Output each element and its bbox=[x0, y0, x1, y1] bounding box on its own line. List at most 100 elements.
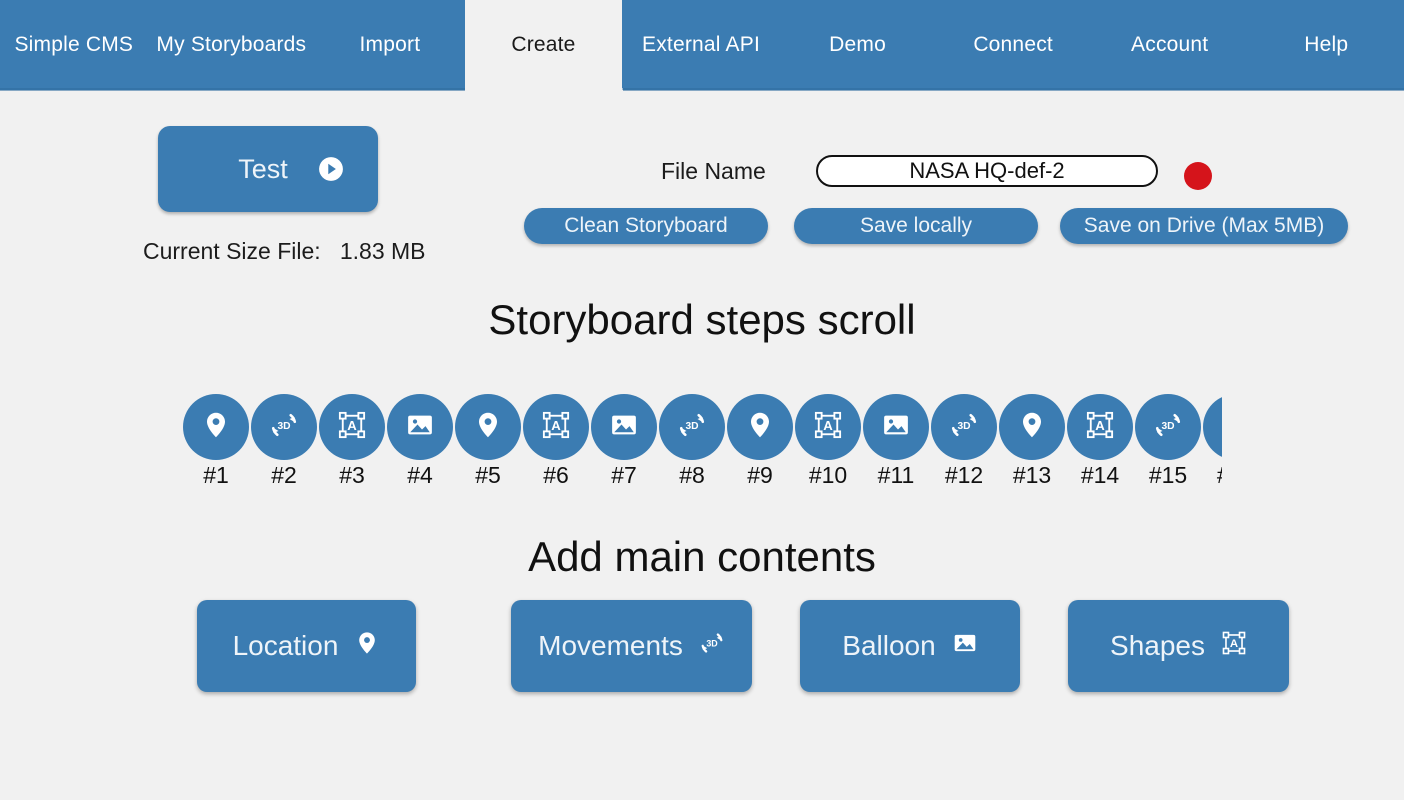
step-icon-circle[interactable]: A bbox=[523, 394, 589, 460]
step-icon-circle[interactable]: A bbox=[319, 394, 385, 460]
step-icon-circle[interactable] bbox=[999, 394, 1065, 460]
shapes-icon: A bbox=[337, 410, 367, 445]
test-button[interactable]: Test bbox=[158, 126, 378, 212]
svg-text:3D: 3D bbox=[1161, 420, 1174, 431]
step-icon-circle[interactable] bbox=[455, 394, 521, 460]
filename-label: File Name bbox=[661, 158, 766, 184]
location-pin-icon bbox=[1017, 410, 1047, 445]
step-icon-circle[interactable]: 3D bbox=[1135, 394, 1201, 460]
storyboard-step[interactable]: 3D#12 bbox=[930, 394, 998, 487]
step-icon-circle[interactable]: 3D bbox=[931, 394, 997, 460]
step-label: #16 bbox=[1217, 464, 1222, 487]
nav-tab-my-storyboards[interactable]: My Storyboards bbox=[147, 0, 316, 90]
nav-tab-import[interactable]: Import bbox=[315, 0, 465, 90]
storyboard-step[interactable]: A#14 bbox=[1066, 394, 1134, 487]
nav-underline-active-gap bbox=[465, 88, 623, 91]
storyboard-step[interactable]: #1 bbox=[182, 394, 250, 487]
nav-tab-demo[interactable]: Demo bbox=[779, 0, 936, 90]
add-movements-button[interactable]: Movements 3D bbox=[511, 600, 752, 692]
shapes-icon: A bbox=[813, 410, 843, 445]
storyboard-step[interactable]: 3D#8 bbox=[658, 394, 726, 487]
step-icon-circle[interactable] bbox=[863, 394, 929, 460]
add-movements-label: Movements bbox=[538, 630, 683, 661]
storyboard-step[interactable]: #9 bbox=[726, 394, 794, 487]
step-label: #7 bbox=[611, 462, 637, 488]
add-shapes-button[interactable]: Shapes A bbox=[1068, 600, 1289, 692]
step-icon-circle[interactable]: 3D bbox=[659, 394, 725, 460]
image-icon bbox=[881, 410, 911, 445]
nav-tab-label: Help bbox=[1304, 33, 1349, 56]
filename-input[interactable] bbox=[816, 155, 1158, 187]
step-label: #9 bbox=[747, 462, 773, 488]
step-label: #8 bbox=[679, 462, 705, 488]
svg-text:A: A bbox=[1095, 417, 1105, 432]
step-label: #1 bbox=[203, 462, 229, 488]
nav-tab-label: Import bbox=[359, 33, 421, 56]
nav-underline bbox=[0, 88, 1404, 91]
step-icon-circle[interactable]: A bbox=[795, 394, 861, 460]
nav-tab-label: Create bbox=[511, 33, 576, 56]
step-icon-circle[interactable] bbox=[387, 394, 453, 460]
step-icon-circle[interactable] bbox=[183, 394, 249, 460]
step-label: #6 bbox=[543, 462, 569, 488]
nav-gap bbox=[620, 0, 623, 90]
svg-text:A: A bbox=[551, 417, 561, 432]
nav-tab-external-api[interactable]: External API bbox=[622, 0, 780, 90]
storyboard-step[interactable]: 3D #2 bbox=[250, 394, 318, 487]
location-pin-icon bbox=[354, 630, 380, 663]
image-icon bbox=[1221, 410, 1222, 445]
step-label: #2 bbox=[271, 462, 297, 488]
storyboard-step[interactable]: #13 bbox=[998, 394, 1066, 487]
storyboard-step[interactable]: A#10 bbox=[794, 394, 862, 487]
step-icon-circle[interactable] bbox=[727, 394, 793, 460]
location-pin-icon bbox=[745, 410, 775, 445]
nav-tab-simple-cms[interactable]: Simple CMS bbox=[0, 0, 148, 90]
save-on-drive-button[interactable]: Save on Drive (Max 5MB) bbox=[1060, 208, 1348, 244]
storyboard-step[interactable]: A #3 bbox=[318, 394, 386, 487]
svg-text:3D: 3D bbox=[957, 420, 970, 431]
step-icon-circle[interactable] bbox=[1203, 394, 1222, 460]
storyboard-step[interactable]: #16 bbox=[1202, 394, 1222, 487]
storyboard-step[interactable]: #5 bbox=[454, 394, 522, 487]
record-dot-icon[interactable] bbox=[1184, 162, 1212, 190]
nav-tab-connect[interactable]: Connect bbox=[935, 0, 1091, 90]
3d-rotate-icon: 3D bbox=[269, 410, 299, 445]
storyboard-step[interactable]: 3D #15 bbox=[1134, 394, 1202, 487]
storyboard-step[interactable]: #7 bbox=[590, 394, 658, 487]
location-pin-icon bbox=[473, 410, 503, 445]
image-icon bbox=[405, 410, 435, 445]
shapes-icon: A bbox=[541, 410, 571, 445]
storyboard-step[interactable]: #11 bbox=[862, 394, 930, 487]
storyboard-step[interactable]: #4 bbox=[386, 394, 454, 487]
nav-tab-label: Simple CMS bbox=[14, 33, 134, 56]
add-location-button[interactable]: Location bbox=[197, 600, 416, 692]
step-icon-circle[interactable] bbox=[591, 394, 657, 460]
nav-tab-label: My Storyboards bbox=[156, 33, 307, 56]
nav-tab-help[interactable]: Help bbox=[1248, 0, 1404, 90]
step-label: #15 bbox=[1148, 462, 1188, 488]
3d-rotate-icon: 3D bbox=[949, 410, 979, 445]
3d-rotate-icon: 3D bbox=[1153, 410, 1183, 445]
nav-tab-account[interactable]: Account bbox=[1090, 0, 1249, 90]
svg-text:3D: 3D bbox=[277, 420, 290, 431]
nav-tab-label: Account bbox=[1131, 33, 1209, 56]
3d-rotate-icon: 3D bbox=[699, 630, 725, 663]
step-label: #11 bbox=[877, 462, 915, 488]
step-label: #3 bbox=[339, 462, 365, 488]
add-main-contents-heading: Add main contents bbox=[528, 533, 876, 580]
nav-tab-label: Connect bbox=[973, 33, 1053, 56]
step-icon-circle[interactable]: 3D bbox=[251, 394, 317, 460]
nav-gap bbox=[464, 0, 467, 90]
nav-tab-create[interactable]: Create bbox=[466, 0, 621, 90]
save-locally-label: Save locally bbox=[859, 214, 973, 237]
save-locally-button[interactable]: Save locally bbox=[794, 208, 1038, 244]
clean-storyboard-label: Clean Storyboard bbox=[564, 214, 728, 237]
clean-storyboard-button[interactable]: Clean Storyboard bbox=[524, 208, 768, 244]
storyboard-step[interactable]: A #6 bbox=[522, 394, 590, 487]
step-icon-circle[interactable]: A bbox=[1067, 394, 1133, 460]
add-balloon-button[interactable]: Balloon bbox=[800, 600, 1020, 692]
svg-text:3D: 3D bbox=[706, 638, 718, 648]
save-on-drive-label: Save on Drive (Max 5MB) bbox=[1083, 214, 1325, 237]
